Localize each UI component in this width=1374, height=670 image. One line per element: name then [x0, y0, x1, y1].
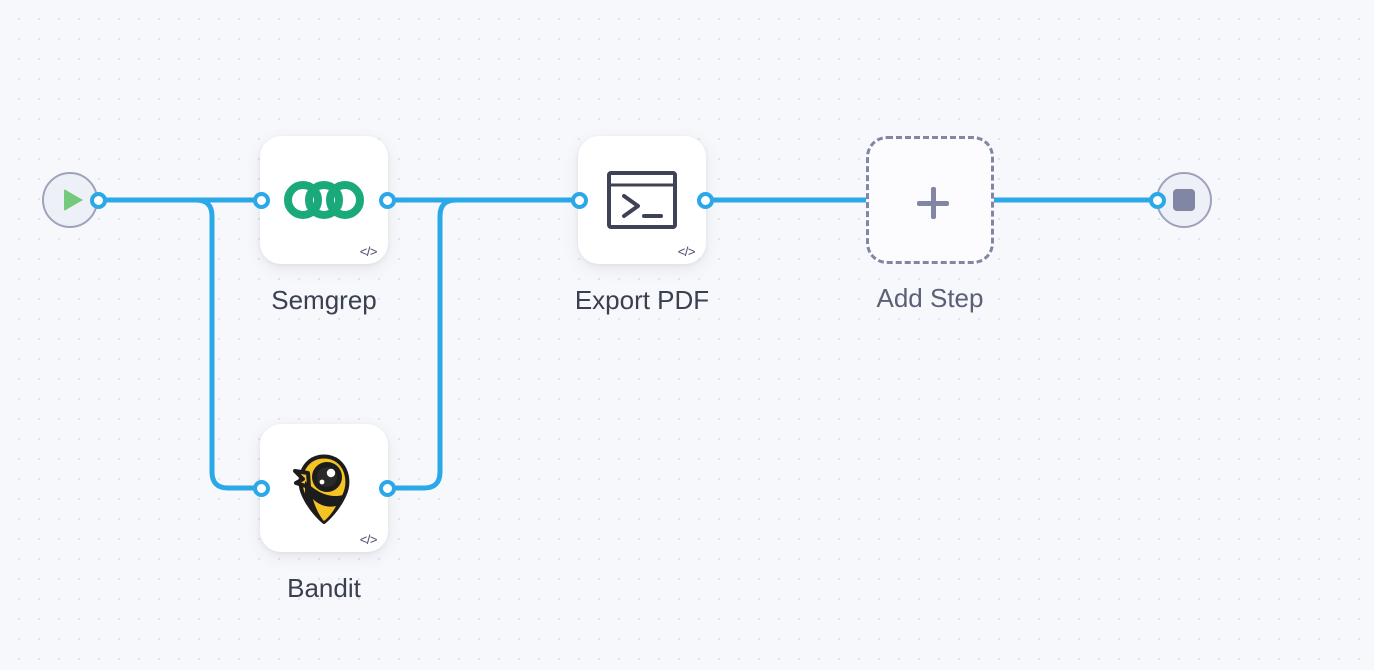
node-add-step-card[interactable]: [866, 136, 994, 264]
node-bandit-output-port[interactable]: [378, 479, 396, 497]
node-export-pdf-label: Export PDF: [574, 285, 710, 315]
node-semgrep-output-port[interactable]: [378, 191, 396, 209]
start-node-circle[interactable]: [42, 172, 98, 228]
node-bandit-input-port[interactable]: [252, 479, 270, 497]
start-node-output-port[interactable]: [90, 191, 107, 209]
end-node-input-port[interactable]: [1148, 191, 1166, 209]
node-semgrep-input-port[interactable]: [252, 191, 270, 209]
bandit-logo-icon: [260, 424, 388, 552]
node-bandit-label: Bandit: [287, 573, 361, 603]
plus-icon-vertical: [930, 187, 936, 219]
semgrep-logo-icon: [260, 136, 388, 264]
edge-bandit-to-exportpdf: [384, 197, 582, 491]
stop-icon: [1173, 189, 1195, 211]
node-export-pdf-input-port[interactable]: [570, 191, 588, 209]
terminal-icon: [578, 136, 706, 264]
play-icon: [63, 189, 83, 211]
node-bandit-card[interactable]: </>: [260, 424, 388, 552]
code-badge: </>: [359, 244, 378, 259]
node-semgrep-card[interactable]: </>: [260, 136, 388, 264]
node-export-pdf-card[interactable]: </>: [578, 136, 706, 264]
code-badge: </>: [677, 244, 696, 259]
edge-start-to-bandit: [96, 197, 264, 491]
node-export-pdf-output-port[interactable]: [696, 191, 714, 209]
node-semgrep-label: Semgrep: [271, 285, 377, 315]
code-badge: </>: [359, 532, 378, 547]
node-add-step-label: Add Step: [876, 283, 984, 313]
